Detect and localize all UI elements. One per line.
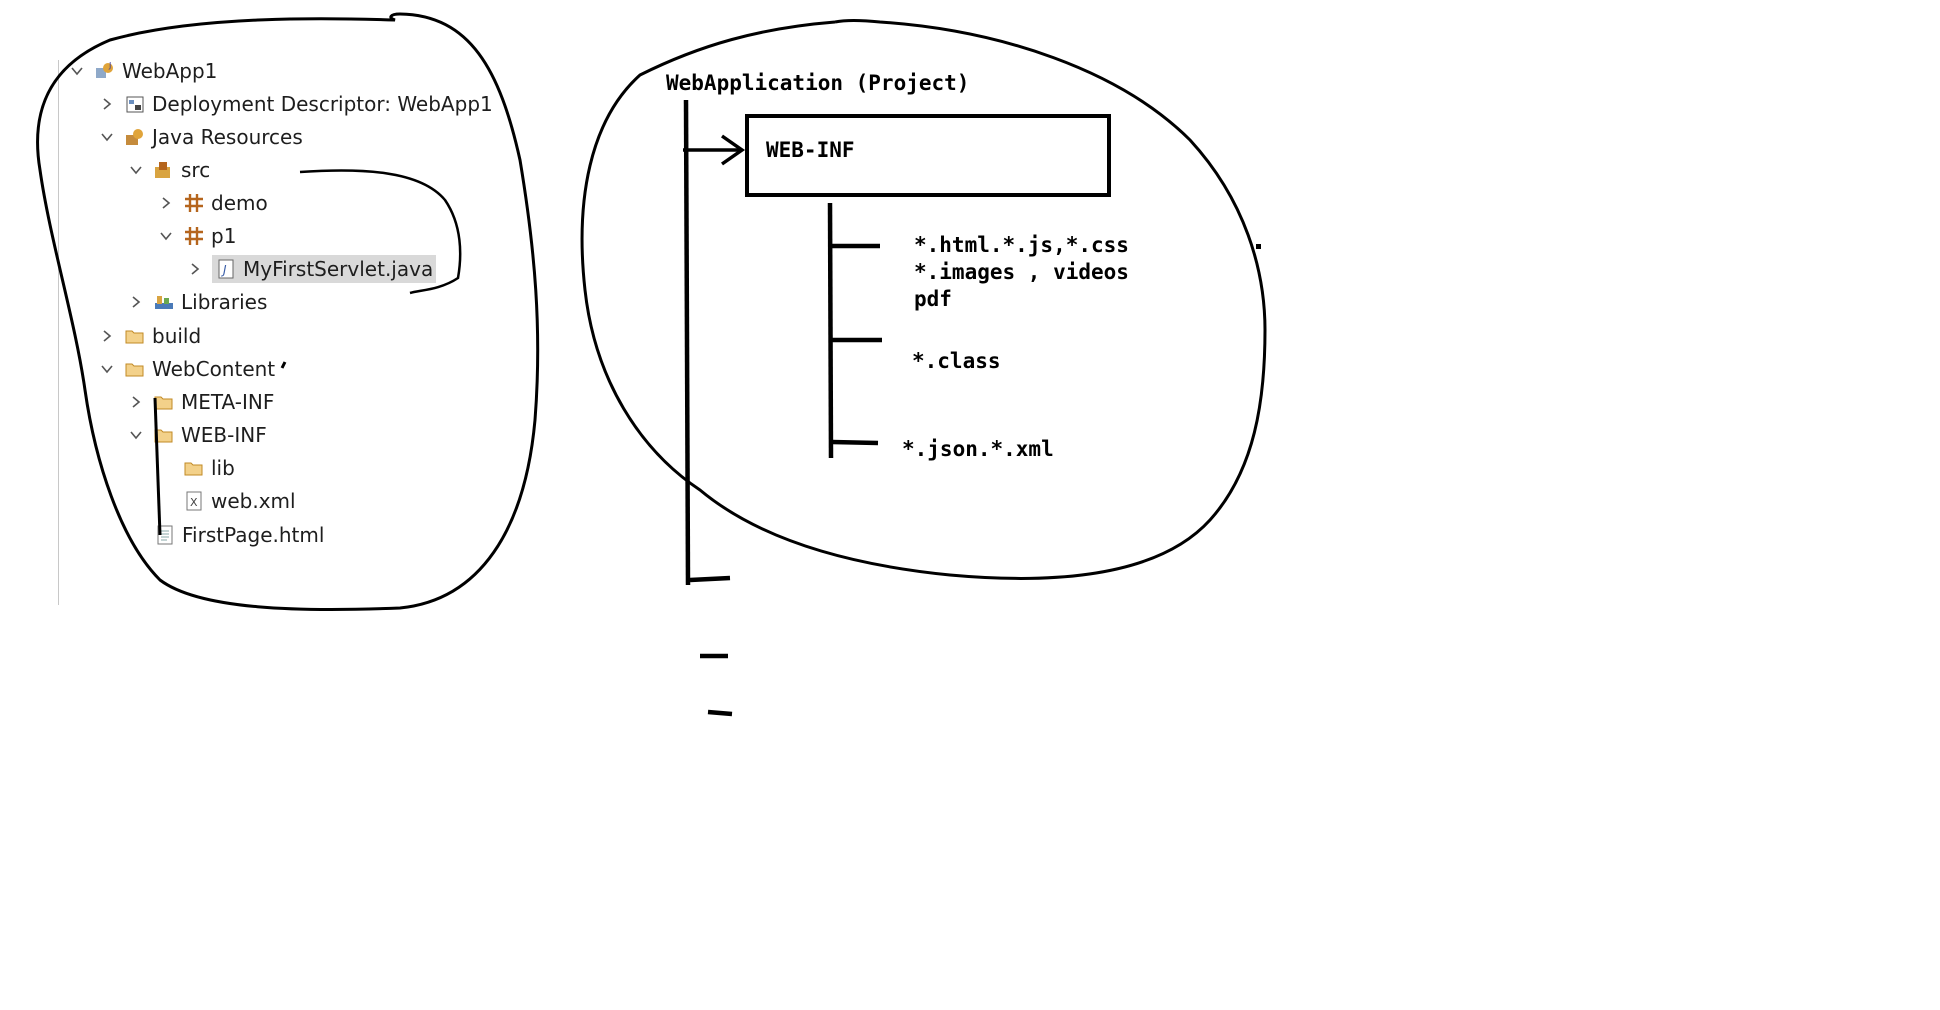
branch-config-files: *.json.*.xml — [902, 437, 1054, 461]
chevron-down-icon[interactable] — [98, 121, 116, 153]
tree-item-java-resources[interactable]: Java Resources — [98, 121, 303, 153]
deployment-descriptor-icon — [124, 93, 146, 115]
main-trunk-line — [683, 99, 691, 586]
webcontent-bracket-line — [153, 397, 162, 536]
package-icon — [183, 225, 205, 247]
tree-item-src[interactable]: src — [127, 154, 210, 186]
branch-text-line: *.images , videos — [914, 260, 1129, 284]
tree-item-label: Java Resources — [152, 125, 303, 149]
web-inf-branch-line — [827, 202, 834, 459]
folder-icon — [183, 457, 205, 479]
dot-mark — [1256, 244, 1261, 249]
chevron-down-icon[interactable] — [127, 419, 145, 451]
trunk-tick-1 — [689, 575, 731, 583]
right-circle-scribble — [580, 19, 1267, 580]
tree-item-label: WebApp1 — [122, 59, 218, 83]
arrow-head — [720, 134, 746, 166]
tree-item-label: FirstPage.html — [182, 523, 325, 547]
tree-item-myfirstservlet-java[interactable]: J MyFirstServlet.java — [186, 253, 437, 285]
chevron-down-icon[interactable] — [157, 220, 175, 252]
web-inf-box — [745, 114, 1111, 197]
tree-item-demo[interactable]: demo — [157, 187, 268, 219]
chevron-right-icon[interactable] — [98, 320, 116, 352]
branch-static-resources: *.html.*.js,*.css *.images , videos pdf — [914, 232, 1129, 313]
chevron-right-icon[interactable] — [127, 386, 145, 418]
tree-item-web-xml[interactable]: X web.xml — [183, 485, 296, 517]
chevron-right-icon[interactable] — [127, 286, 145, 318]
explorer-left-border — [58, 60, 59, 605]
diagram-title: WebApplication (Project) — [666, 71, 970, 95]
tree-item-label: WEB-INF — [181, 423, 267, 447]
tree-item-webcontent[interactable]: WebContent — [98, 353, 275, 385]
tree-item-label: Deployment Descriptor: WebApp1 — [152, 92, 493, 116]
tree-item-label: lib — [211, 456, 235, 480]
java-file-icon: J — [215, 258, 237, 280]
svg-text:J: J — [108, 61, 111, 70]
chevron-down-icon[interactable] — [68, 55, 86, 87]
chevron-right-icon[interactable] — [157, 187, 175, 219]
webcontent-tick — [280, 361, 287, 369]
libraries-icon — [153, 291, 175, 313]
tree-item-label: WebContent — [152, 357, 276, 381]
tree-item-label: MyFirstServlet.java — [243, 257, 434, 281]
web-project-icon: J — [94, 60, 116, 82]
html-file-icon — [154, 524, 176, 546]
folder-icon — [124, 325, 146, 347]
folder-icon — [124, 358, 146, 380]
tree-item-label: Libraries — [181, 290, 268, 314]
xml-file-icon: X — [183, 490, 205, 512]
tree-item-label: META-INF — [181, 390, 275, 414]
src-scribble — [299, 169, 462, 295]
tree-item-label: p1 — [211, 224, 237, 248]
tree-item-p1[interactable]: p1 — [157, 220, 236, 252]
branch-text-line: *.html.*.js,*.css — [914, 233, 1129, 257]
tree-item-label: web.xml — [211, 489, 296, 513]
selection-highlight: J MyFirstServlet.java — [212, 255, 437, 283]
tree-item-webapp1[interactable]: J WebApp1 — [68, 55, 217, 87]
left-circle-scribble — [36, 12, 540, 612]
branch-text-line: pdf — [914, 287, 952, 311]
branch-config-tick — [831, 439, 879, 446]
web-inf-box-label: WEB-INF — [766, 138, 855, 162]
branch-class-files: *.class — [912, 349, 1001, 373]
tree-item-label: demo — [211, 191, 268, 215]
tree-item-lib[interactable]: lib — [183, 452, 235, 484]
chevron-down-icon[interactable] — [127, 154, 145, 186]
source-folder-icon — [153, 159, 175, 181]
tree-item-meta-inf[interactable]: META-INF — [127, 386, 274, 418]
tree-item-firstpage-html[interactable]: FirstPage.html — [154, 519, 324, 551]
tree-item-libraries[interactable]: Libraries — [127, 286, 267, 318]
package-icon — [183, 192, 205, 214]
tree-item-build[interactable]: build — [98, 320, 201, 352]
svg-text:X: X — [190, 496, 198, 509]
svg-text:J: J — [221, 263, 227, 277]
chevron-right-icon[interactable] — [98, 88, 116, 120]
java-resources-icon — [124, 126, 146, 148]
chevron-down-icon[interactable] — [98, 353, 116, 385]
trunk-tick-3 — [707, 709, 733, 717]
tree-item-label: src — [181, 158, 211, 182]
tree-item-label: build — [152, 324, 202, 348]
tree-item-deployment-descriptor[interactable]: Deployment Descriptor: WebApp1 — [98, 88, 493, 120]
chevron-right-icon[interactable] — [186, 253, 204, 285]
tree-item-web-inf[interactable]: WEB-INF — [127, 419, 267, 451]
folder-icon — [153, 424, 175, 446]
